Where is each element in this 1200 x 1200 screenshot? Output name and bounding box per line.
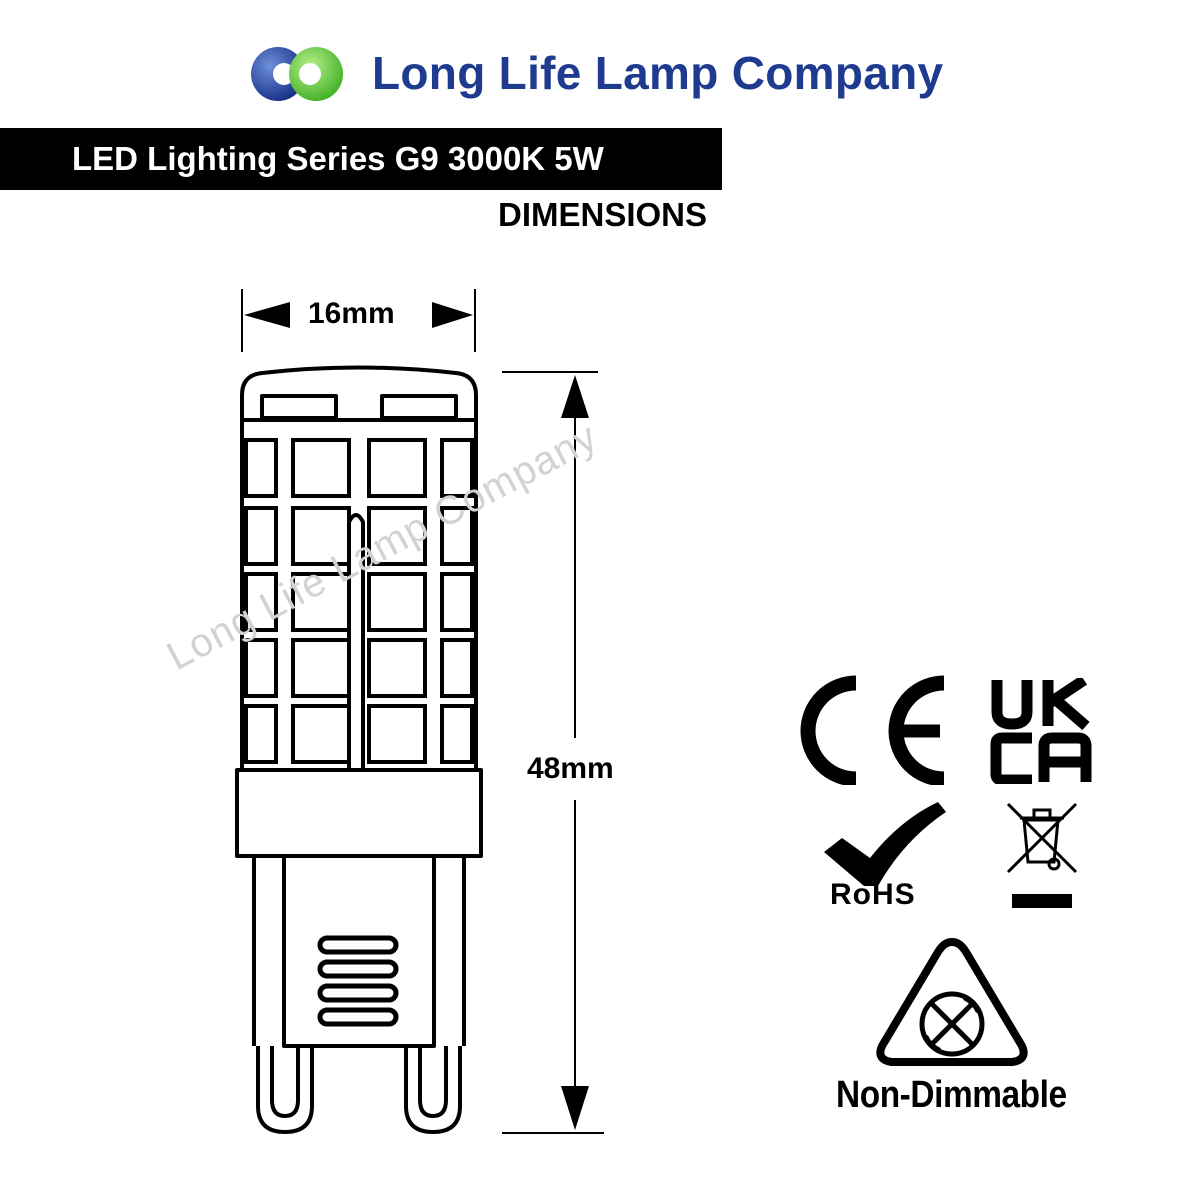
height-dimension-label: 48mm [527, 750, 614, 788]
page-title: LED Lighting Series G9 3000K 5W [72, 140, 604, 177]
ce-mark-icon [800, 675, 945, 785]
width-dimension-label: 16mm [308, 297, 395, 331]
title-bar [0, 128, 722, 190]
width-arrow-right-icon [432, 302, 473, 328]
width-arrow-left-icon [244, 302, 290, 328]
company-name: Long Life Lamp Company [372, 47, 944, 99]
rohs-check-icon [824, 802, 946, 886]
height-arrow-up-icon [561, 375, 589, 418]
page-subtitle: DIMENSIONS [498, 196, 708, 233]
rohs-label: RoHS [830, 878, 916, 911]
logo-icon [251, 47, 343, 101]
height-arrow-down-icon [561, 1086, 589, 1130]
ukca-mark-icon [990, 678, 1092, 784]
weee-bin-icon [1006, 802, 1078, 908]
non-dimmable-icon [876, 938, 1028, 1066]
non-dimmable-label: Non-Dimmable [836, 1074, 1067, 1116]
